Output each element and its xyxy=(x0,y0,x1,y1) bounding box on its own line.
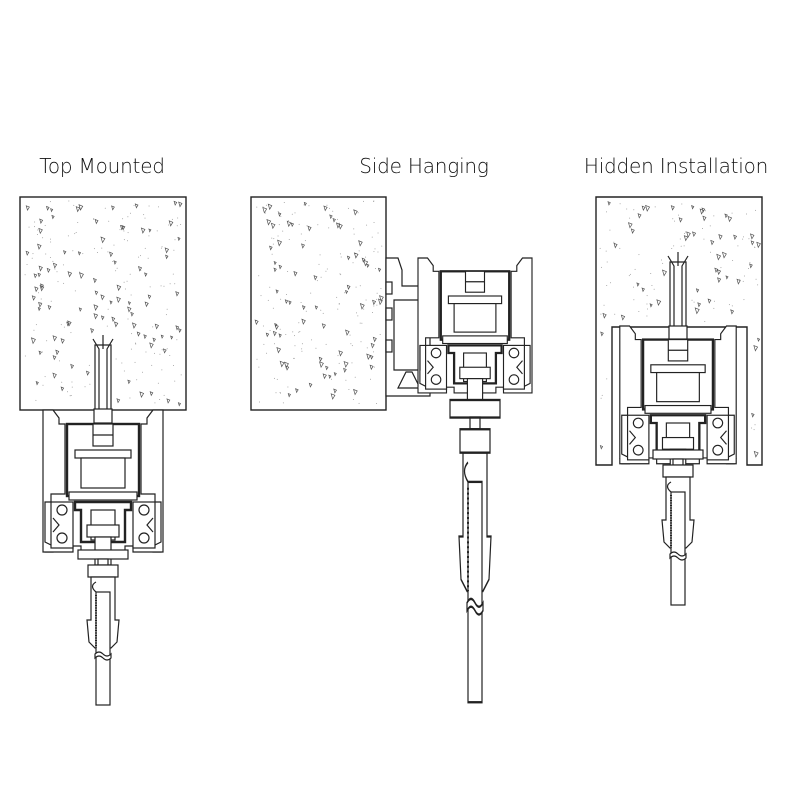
panel-title-hidden-installation: Hidden Installation xyxy=(583,154,769,178)
track-assembly xyxy=(41,408,165,567)
concrete-speckles xyxy=(254,200,384,404)
bracket-clip xyxy=(397,371,421,389)
door-hanger xyxy=(448,398,502,705)
panel-top-mounted xyxy=(19,196,187,706)
panel-side-hanging xyxy=(250,196,534,705)
door-hanger xyxy=(652,449,704,606)
panel-hidden-installation xyxy=(595,196,763,606)
panel-title-side-hanging: Side Hanging xyxy=(359,154,489,178)
glass-insert xyxy=(667,251,689,343)
concrete-speckles xyxy=(599,201,761,458)
glass-insert xyxy=(92,334,114,426)
concrete-speckles xyxy=(24,200,183,407)
door-hanger xyxy=(77,549,129,706)
concrete-wall xyxy=(250,196,387,411)
track-assembly xyxy=(416,256,534,407)
concrete-ceiling-recess xyxy=(595,196,763,466)
panel-title-top-mounted: Top Mounted xyxy=(39,154,165,178)
